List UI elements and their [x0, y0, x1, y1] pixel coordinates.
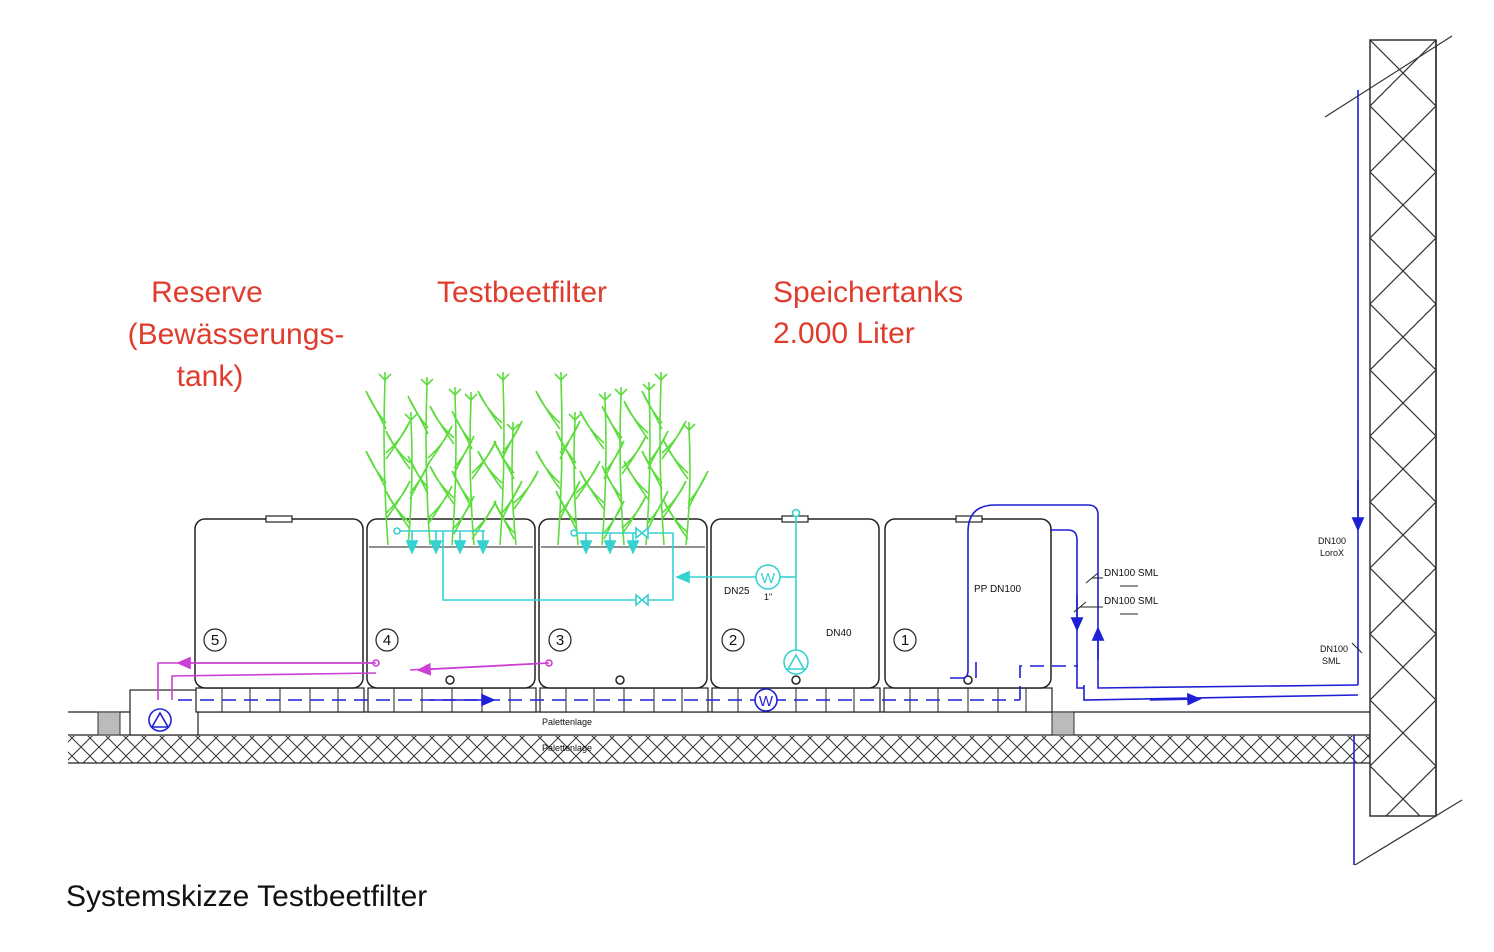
label-speicher-2: 2.000 Liter	[773, 317, 915, 350]
label-testbeet: Testbeetfilter	[437, 276, 607, 309]
label-dn40: DN40	[826, 628, 852, 639]
tank-number-circles	[203, 628, 917, 652]
tank-number-1: 1	[901, 632, 909, 649]
cyan-distribution-pipes	[393, 508, 809, 675]
label-dn100-sml-wall-2: SML	[1322, 656, 1341, 666]
magenta-pump-pipes	[157, 656, 553, 700]
figure-caption: Systemskizze Testbeetfilter	[66, 880, 428, 913]
tank-number-5: 5	[211, 632, 219, 649]
label-dn100-lorox-2: LoroX	[1320, 548, 1344, 558]
label-palettenlage-1: Palettenlage	[542, 717, 592, 727]
label-reserve-1: Reserve	[151, 276, 263, 309]
tank-number-3: 3	[556, 632, 564, 649]
reed-plants	[365, 372, 709, 546]
label-dn25: DN25	[724, 586, 750, 597]
label-dn100-sml-a: DN100 SML	[1104, 568, 1159, 579]
blue-drain-pipes	[148, 90, 1365, 865]
label-reserve-2: (Bewässerungs-	[128, 318, 345, 351]
label-dn100-lorox-1: DN100	[1318, 536, 1346, 546]
tanks	[194, 518, 1052, 689]
tank-3	[538, 518, 708, 689]
label-dn100-sml-wall-1: DN100	[1320, 644, 1348, 654]
tank-number-4: 4	[383, 632, 391, 649]
label-reserve-3: tank)	[177, 360, 244, 393]
ground-slab	[68, 711, 1370, 764]
building-wall	[1324, 35, 1463, 866]
label-dn100-sml-b: DN100 SML	[1104, 596, 1159, 607]
tank-number-2: 2	[729, 632, 737, 649]
water-meter-symbol-cyan: W	[761, 570, 776, 587]
label-palettenlage-2: Palettenlage	[542, 743, 592, 753]
label-speicher-1: Speichertanks	[773, 276, 963, 309]
water-meter-symbol-blue: W	[759, 693, 774, 710]
label-pp-dn100: PP DN100	[974, 584, 1022, 595]
label-one-inch: 1"	[764, 592, 772, 602]
tank-4	[366, 518, 536, 689]
